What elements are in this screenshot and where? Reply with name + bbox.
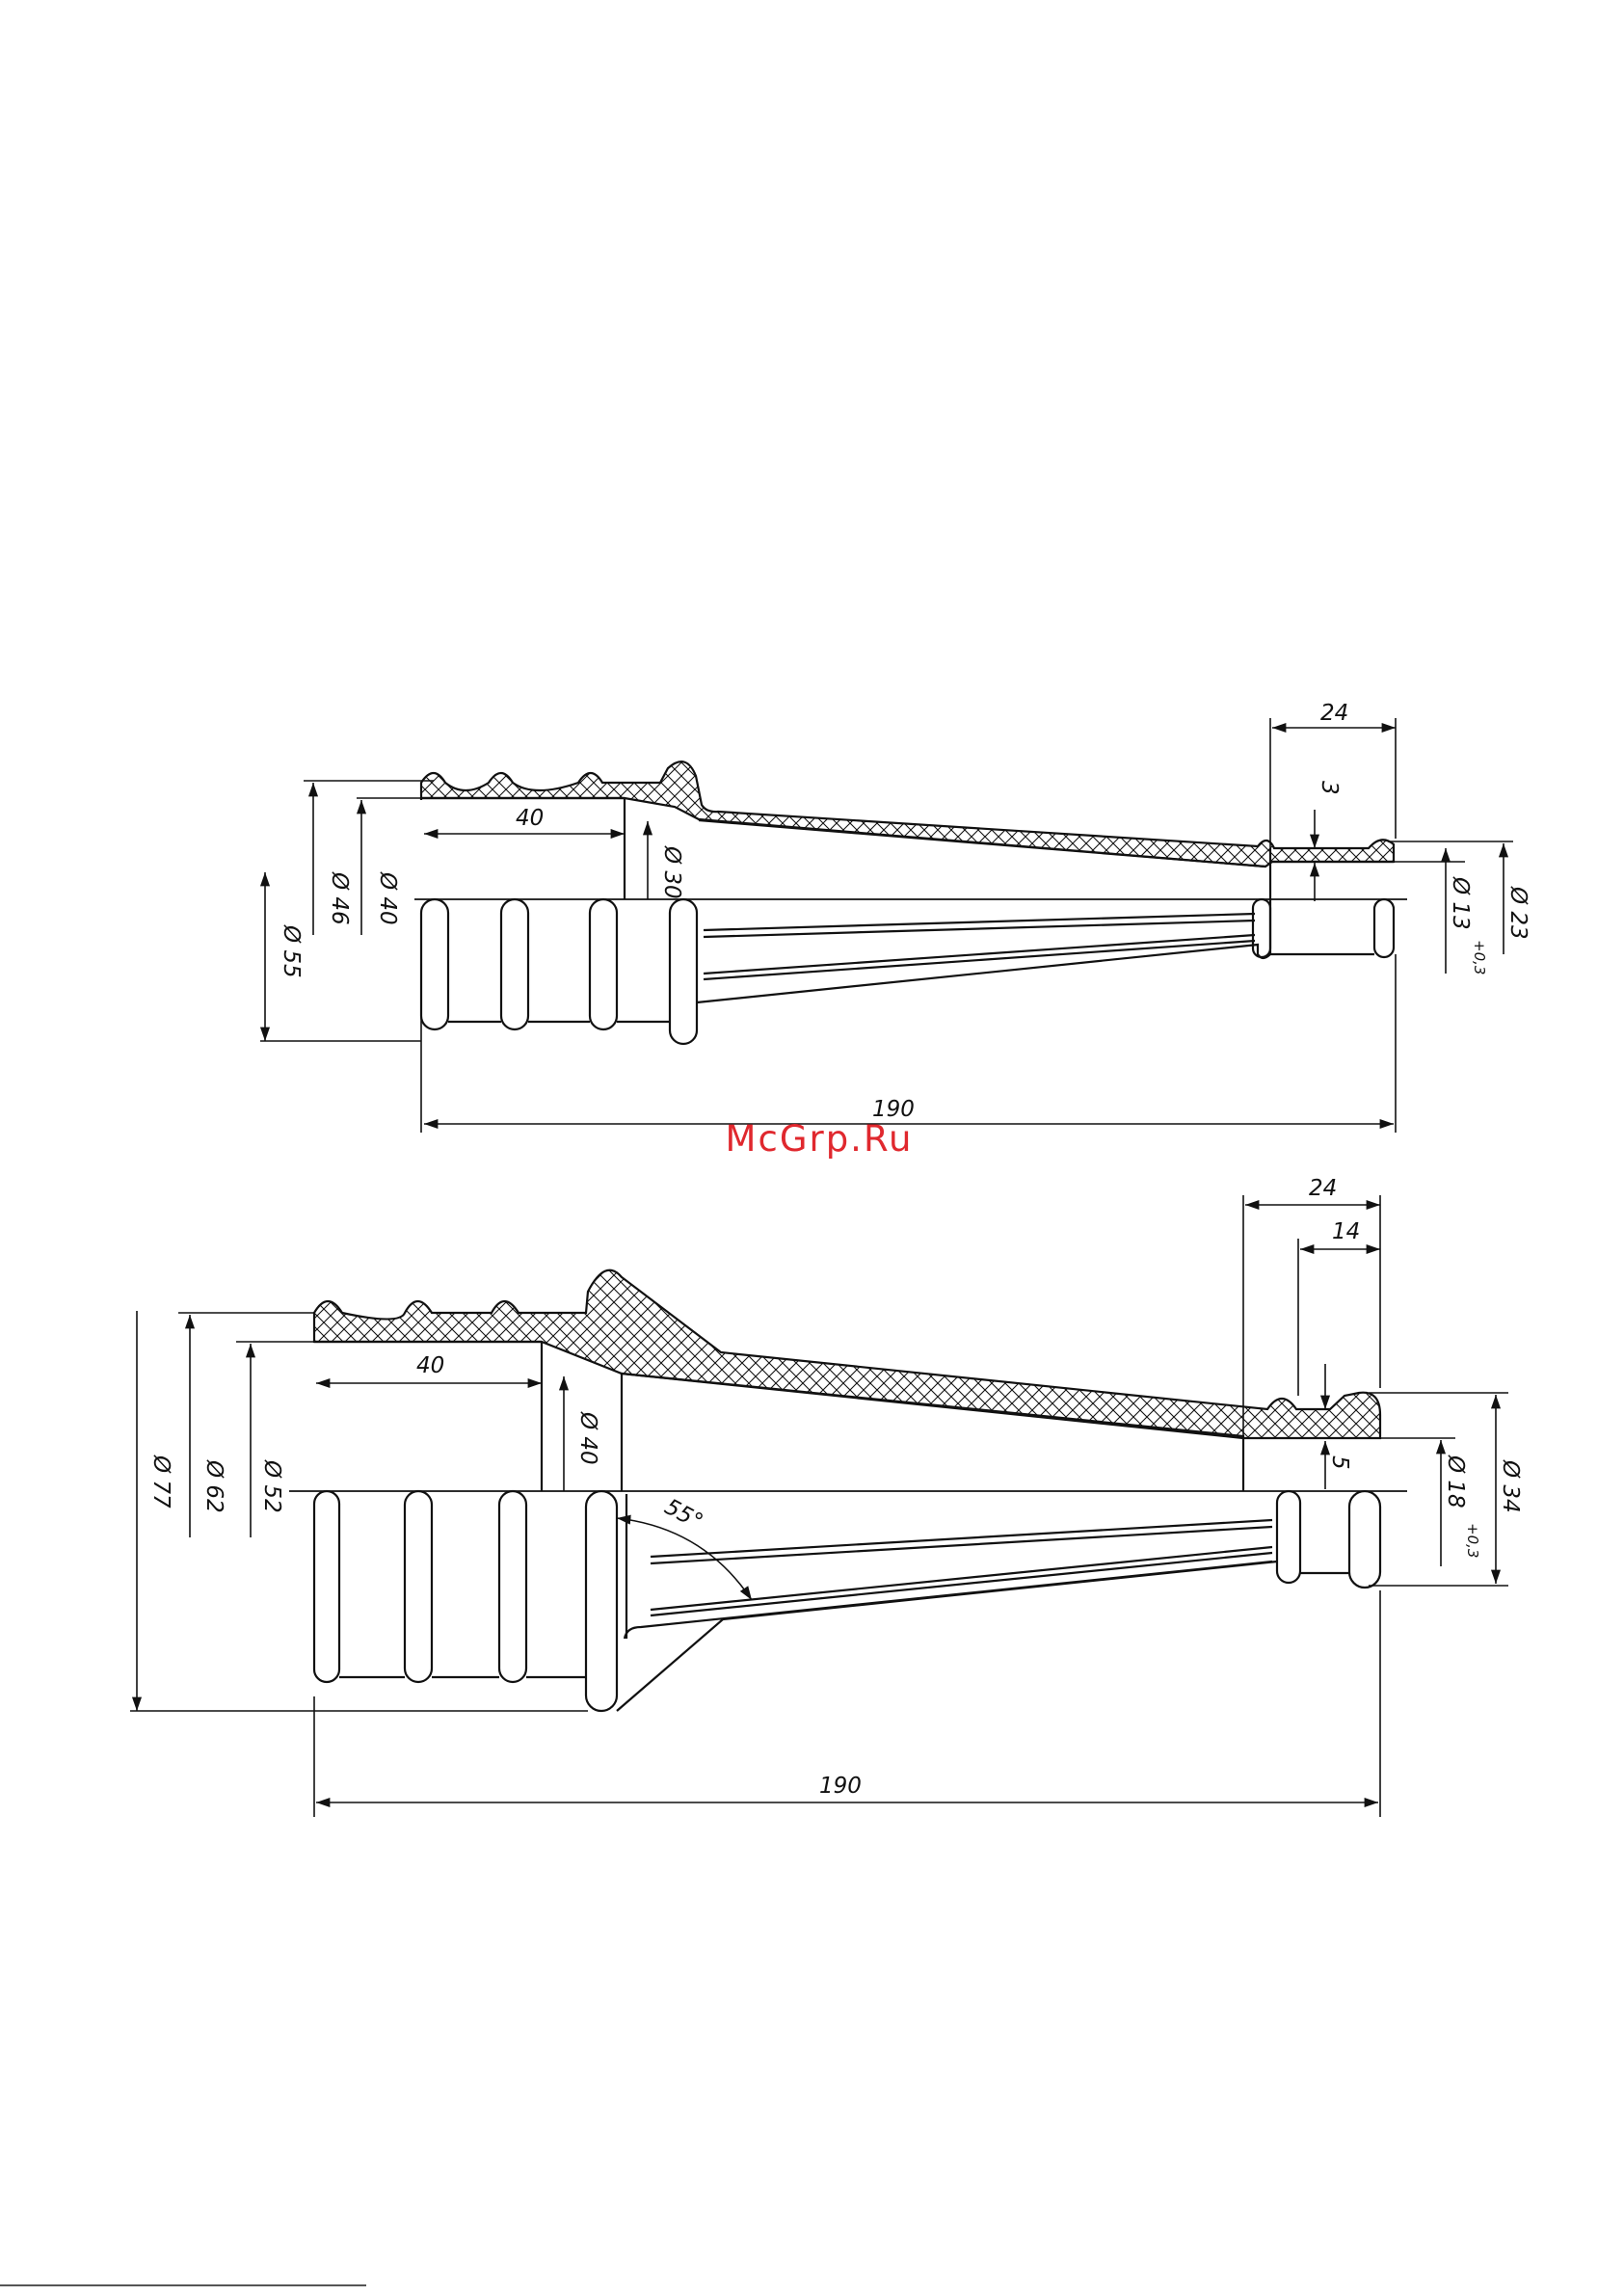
label-d23: Ø 23 bbox=[1505, 886, 1531, 940]
rib-view-lower-2 bbox=[314, 1491, 1380, 1711]
label-tol13: +0,3 bbox=[1471, 940, 1488, 974]
label-d18: Ø 18 bbox=[1443, 1455, 1468, 1508]
rib-view-lower bbox=[421, 899, 1394, 1044]
label-wall5: 5 bbox=[1327, 1455, 1352, 1470]
labels-top: Ø 55 Ø 46 Ø 40 40 Ø 30 24 3 Ø 13 +0,3 Ø … bbox=[279, 701, 1531, 1122]
label-d46: Ø 46 bbox=[327, 871, 352, 925]
nozzle-drawing-large bbox=[130, 1195, 1508, 1817]
label-d62: Ø 62 bbox=[201, 1459, 226, 1513]
label-d40: Ø 40 bbox=[375, 871, 400, 925]
label-len14-b: 14 bbox=[1332, 1219, 1360, 1244]
wall-section-top bbox=[421, 761, 1394, 867]
label-wall3: 3 bbox=[1317, 781, 1342, 795]
labels-bottom: Ø 77 Ø 62 Ø 52 40 Ø 40 24 14 5 55° Ø 18 … bbox=[148, 1176, 1523, 1799]
label-angle: 55° bbox=[660, 1494, 706, 1535]
label-len40: 40 bbox=[516, 806, 544, 831]
label-d55: Ø 55 bbox=[279, 924, 304, 978]
label-tol18: +0,3 bbox=[1464, 1523, 1481, 1558]
dimensions-bottom bbox=[130, 1195, 1508, 1817]
label-d13: Ø 13 bbox=[1448, 876, 1473, 930]
wall-section-bottom bbox=[314, 1270, 1380, 1438]
page-rule bbox=[0, 2284, 366, 2286]
label-len24: 24 bbox=[1320, 701, 1348, 726]
label-d30: Ø 30 bbox=[659, 845, 684, 899]
label-len24-b: 24 bbox=[1309, 1176, 1337, 1201]
label-d77: Ø 77 bbox=[148, 1455, 173, 1508]
label-d40-b: Ø 40 bbox=[575, 1411, 600, 1465]
label-len190-b: 190 bbox=[819, 1774, 862, 1799]
label-len40-b: 40 bbox=[416, 1353, 444, 1378]
label-d34: Ø 34 bbox=[1498, 1459, 1523, 1513]
watermark: McGrp.Ru bbox=[636, 1118, 1002, 1160]
label-d52: Ø 52 bbox=[259, 1459, 284, 1513]
